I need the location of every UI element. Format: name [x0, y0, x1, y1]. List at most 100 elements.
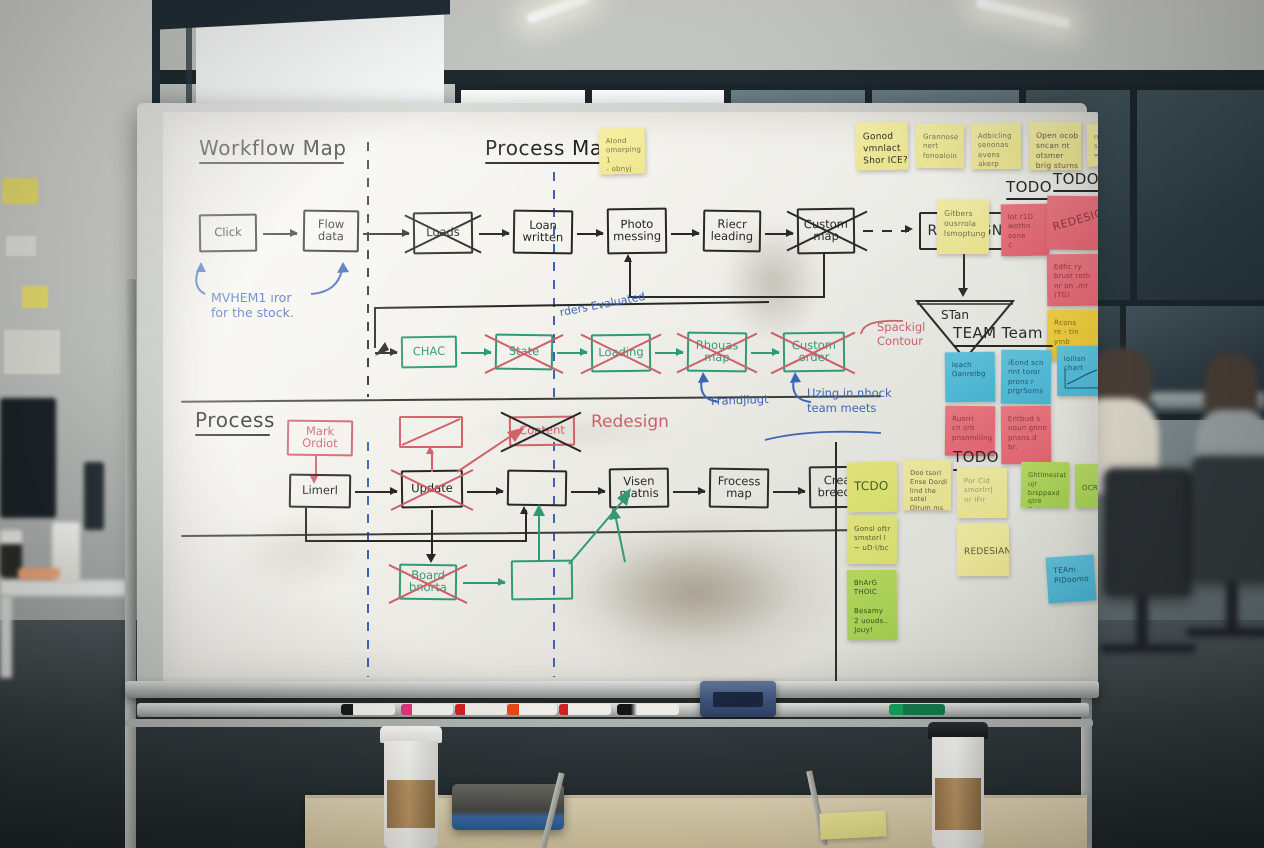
- office-chair-1: [1104, 468, 1192, 596]
- decision-label-stan: STan: [941, 308, 969, 322]
- annotation-underline-blue: [764, 430, 882, 441]
- wall-sticky-1: [2, 178, 38, 204]
- marker-black-2[interactable]: [617, 704, 679, 715]
- sticky-note-todo3-2[interactable]: Doo tsorl Ense Dordl lind the sotel OJru…: [902, 459, 952, 511]
- sticky-note-todo3-7[interactable]: REDESIAN: [956, 523, 1010, 577]
- node-riecr-leading[interactable]: Riecr leading: [702, 209, 762, 253]
- sticky-note-on-table: [819, 810, 887, 840]
- sticky-text: TEAm PlDoomo: [1053, 564, 1090, 586]
- crossout-board-bnorta: [387, 552, 469, 614]
- sticky-text: REDESIAN: [963, 546, 1010, 558]
- sticky-note-team-2[interactable]: iEond scn nnt toror prons r prgrSoms: [1000, 349, 1052, 405]
- sticky-note-top-3[interactable]: Adbicling senonas evens akerp mogr: [970, 122, 1022, 170]
- sticky-note-todo3-3[interactable]: Por Cid smorlrrJ nr lFir: [956, 467, 1008, 519]
- group-heading-team: TEAM Team: [953, 324, 1043, 342]
- sticky-note-todo2-2[interactable]: Edfic ry brust roth nr on .mr (TG): [1046, 253, 1098, 307]
- node-click[interactable]: Click: [198, 213, 258, 253]
- sticky-note-team-5[interactable]: Entbud s noun gnno pnsns.d br.: [1000, 405, 1052, 465]
- arrow-p2: [467, 487, 504, 495]
- sticky-note-todo3-5[interactable]: OCRSTAJCH: [1074, 463, 1098, 509]
- wall-sticky-2: [6, 236, 36, 256]
- green-up-arrow-3: [609, 507, 626, 563]
- sticky-note-process-map[interactable]: Alond omorping 1 - obnyj: [598, 127, 646, 175]
- monitor-2: [84, 462, 104, 530]
- node-flow-data[interactable]: Flow data: [302, 209, 360, 253]
- whiteboard[interactable]: Workflow Map Process Map Process Click: [119, 103, 1099, 848]
- coffee-cup-right-front: [928, 722, 988, 848]
- title-underline-2: [485, 162, 610, 164]
- marker-pink[interactable]: [401, 704, 453, 715]
- heading-underline-team: [953, 345, 1053, 347]
- arrow-5: [671, 229, 700, 237]
- sticky-text: OCRSTAJCH: [1081, 483, 1098, 493]
- dashed-arrow-redesign: [863, 230, 909, 232]
- sticky-note-team-1[interactable]: Ieach Oanrelbg: [944, 351, 996, 403]
- sticky-note-todo3-9[interactable]: TEAm PlDoomo: [1045, 554, 1097, 604]
- sticky-note-top-4[interactable]: Open ocob sncan nt otsmer brig sturns: [1028, 121, 1082, 171]
- update-down-line: [431, 510, 433, 556]
- sticky-text: Entbud s noun gnno pnsns.d br.: [1007, 414, 1048, 452]
- node-frocess-map[interactable]: Frocess map: [708, 467, 770, 509]
- sticky-text: Open ocob sncan nt otsmer brig sturns: [1035, 130, 1079, 171]
- crossout-custom-map: [785, 194, 869, 266]
- section-title-process-map: Process Map: [485, 136, 617, 160]
- marker-red-2[interactable]: [559, 704, 611, 715]
- arrow-p5: [773, 487, 806, 495]
- desk-item: [18, 568, 60, 580]
- group-heading-todo-2: TODO: [1053, 170, 1098, 188]
- sticky-note-top-1[interactable]: Gonod vmnlact Shor ICE?: [855, 121, 909, 171]
- sticky-note-todo3-6[interactable]: Gonsl oftr smstorl l ~ uD·I/bc: [846, 515, 898, 565]
- node-mark-orciot[interactable]: Mark Ordiot: [286, 419, 354, 457]
- node-limerl[interactable]: Limerl: [288, 473, 352, 509]
- section-separator-1: [181, 395, 881, 403]
- node-chac[interactable]: CHAC: [400, 335, 458, 369]
- label-redesign-red: Redesign: [591, 412, 669, 432]
- stand-leg-left: [125, 279, 136, 848]
- sticky-text: Alond omorping 1 - obnyj: [605, 136, 642, 174]
- crossout-red-empty: [401, 418, 461, 446]
- marker-red-1[interactable]: [455, 704, 507, 715]
- sticky-text: Gitbers ousrrola lsmoptung: [943, 208, 986, 239]
- sticky-note-todo3-8[interactable]: BhArG THOIC Besamy 2 uouds.. Jouy!: [846, 569, 898, 641]
- sticky-text: Por Cid smorlrrJ nr lFir: [963, 476, 993, 505]
- sticky-note-todo2-1[interactable]: REDESIGN: [1046, 195, 1098, 251]
- sticky-text: Gonod vmnlact Shor ICE?: [862, 131, 909, 167]
- coffee-cup-left-front: [380, 726, 442, 848]
- lane-divider-3: [367, 442, 369, 677]
- sticky-note-redesign-side[interactable]: Gitbers ousrrola lsmoptung: [936, 199, 990, 255]
- marker-orange[interactable]: [507, 704, 557, 715]
- crossout-loading: [579, 320, 663, 386]
- board-eraser-blue[interactable]: [700, 681, 776, 717]
- arrow-red-diagonal: [456, 427, 525, 473]
- annotation-blue-workflow: MVHEM1 ıror for the stock.: [211, 290, 294, 320]
- marker-green[interactable]: [889, 704, 945, 715]
- sticky-text: Ghtlmestat ujr brsppaxd qtre Duhtmaen ba…: [1027, 470, 1067, 508]
- section-title-process: Process: [195, 408, 276, 432]
- sticky-note-top-5[interactable]: nt it, not stal ULs: [1086, 123, 1098, 167]
- arrow-p4: [673, 487, 706, 495]
- sticky-text: lot r1D wothn sone c: [1007, 212, 1034, 250]
- loop-line-v1: [823, 254, 825, 298]
- sticky-text: Grannose nert fonoaloin: [922, 132, 959, 161]
- annotation-uzing-team-meets: Uzing in nhock team meets: [807, 386, 892, 415]
- node-photo-messing[interactable]: Photo messing: [606, 207, 668, 255]
- sticky-note-todo1-1[interactable]: lot r1D wothn sone c: [1000, 203, 1050, 257]
- sticky-text: nt it, not stal ULs: [1093, 133, 1098, 151]
- sticky-note-todo3-1[interactable]: TCDO: [846, 461, 898, 513]
- sticky-text: TCDO: [853, 478, 889, 494]
- group-heading-todo-3: TODO: [953, 448, 999, 466]
- monitor-1: [0, 398, 56, 518]
- arrow-g5: [463, 578, 506, 586]
- arrow-1: [263, 229, 298, 237]
- sticky-note-top-2[interactable]: Grannose nert fonoaloin: [915, 123, 965, 169]
- wall-paper: [4, 330, 60, 374]
- sticky-text: Rusrri cn srb pnsnmliing: [951, 414, 993, 443]
- sticky-note-todo3-4[interactable]: Ghtlmestat ujr brsppaxd qtre Duhtmaen ba…: [1020, 461, 1070, 509]
- whiteboard-surface[interactable]: Workflow Map Process Map Process Click: [163, 112, 1098, 684]
- marker-black-1[interactable]: [341, 704, 395, 715]
- section-title-workflow-map: Workflow Map: [199, 136, 347, 160]
- arrow-4: [577, 229, 604, 237]
- sticky-note-team-3[interactable]: loilisn chart: [1056, 345, 1098, 397]
- node-loan-written[interactable]: Loan written: [512, 209, 574, 255]
- whiteboard-marker-tray[interactable]: [137, 703, 1089, 717]
